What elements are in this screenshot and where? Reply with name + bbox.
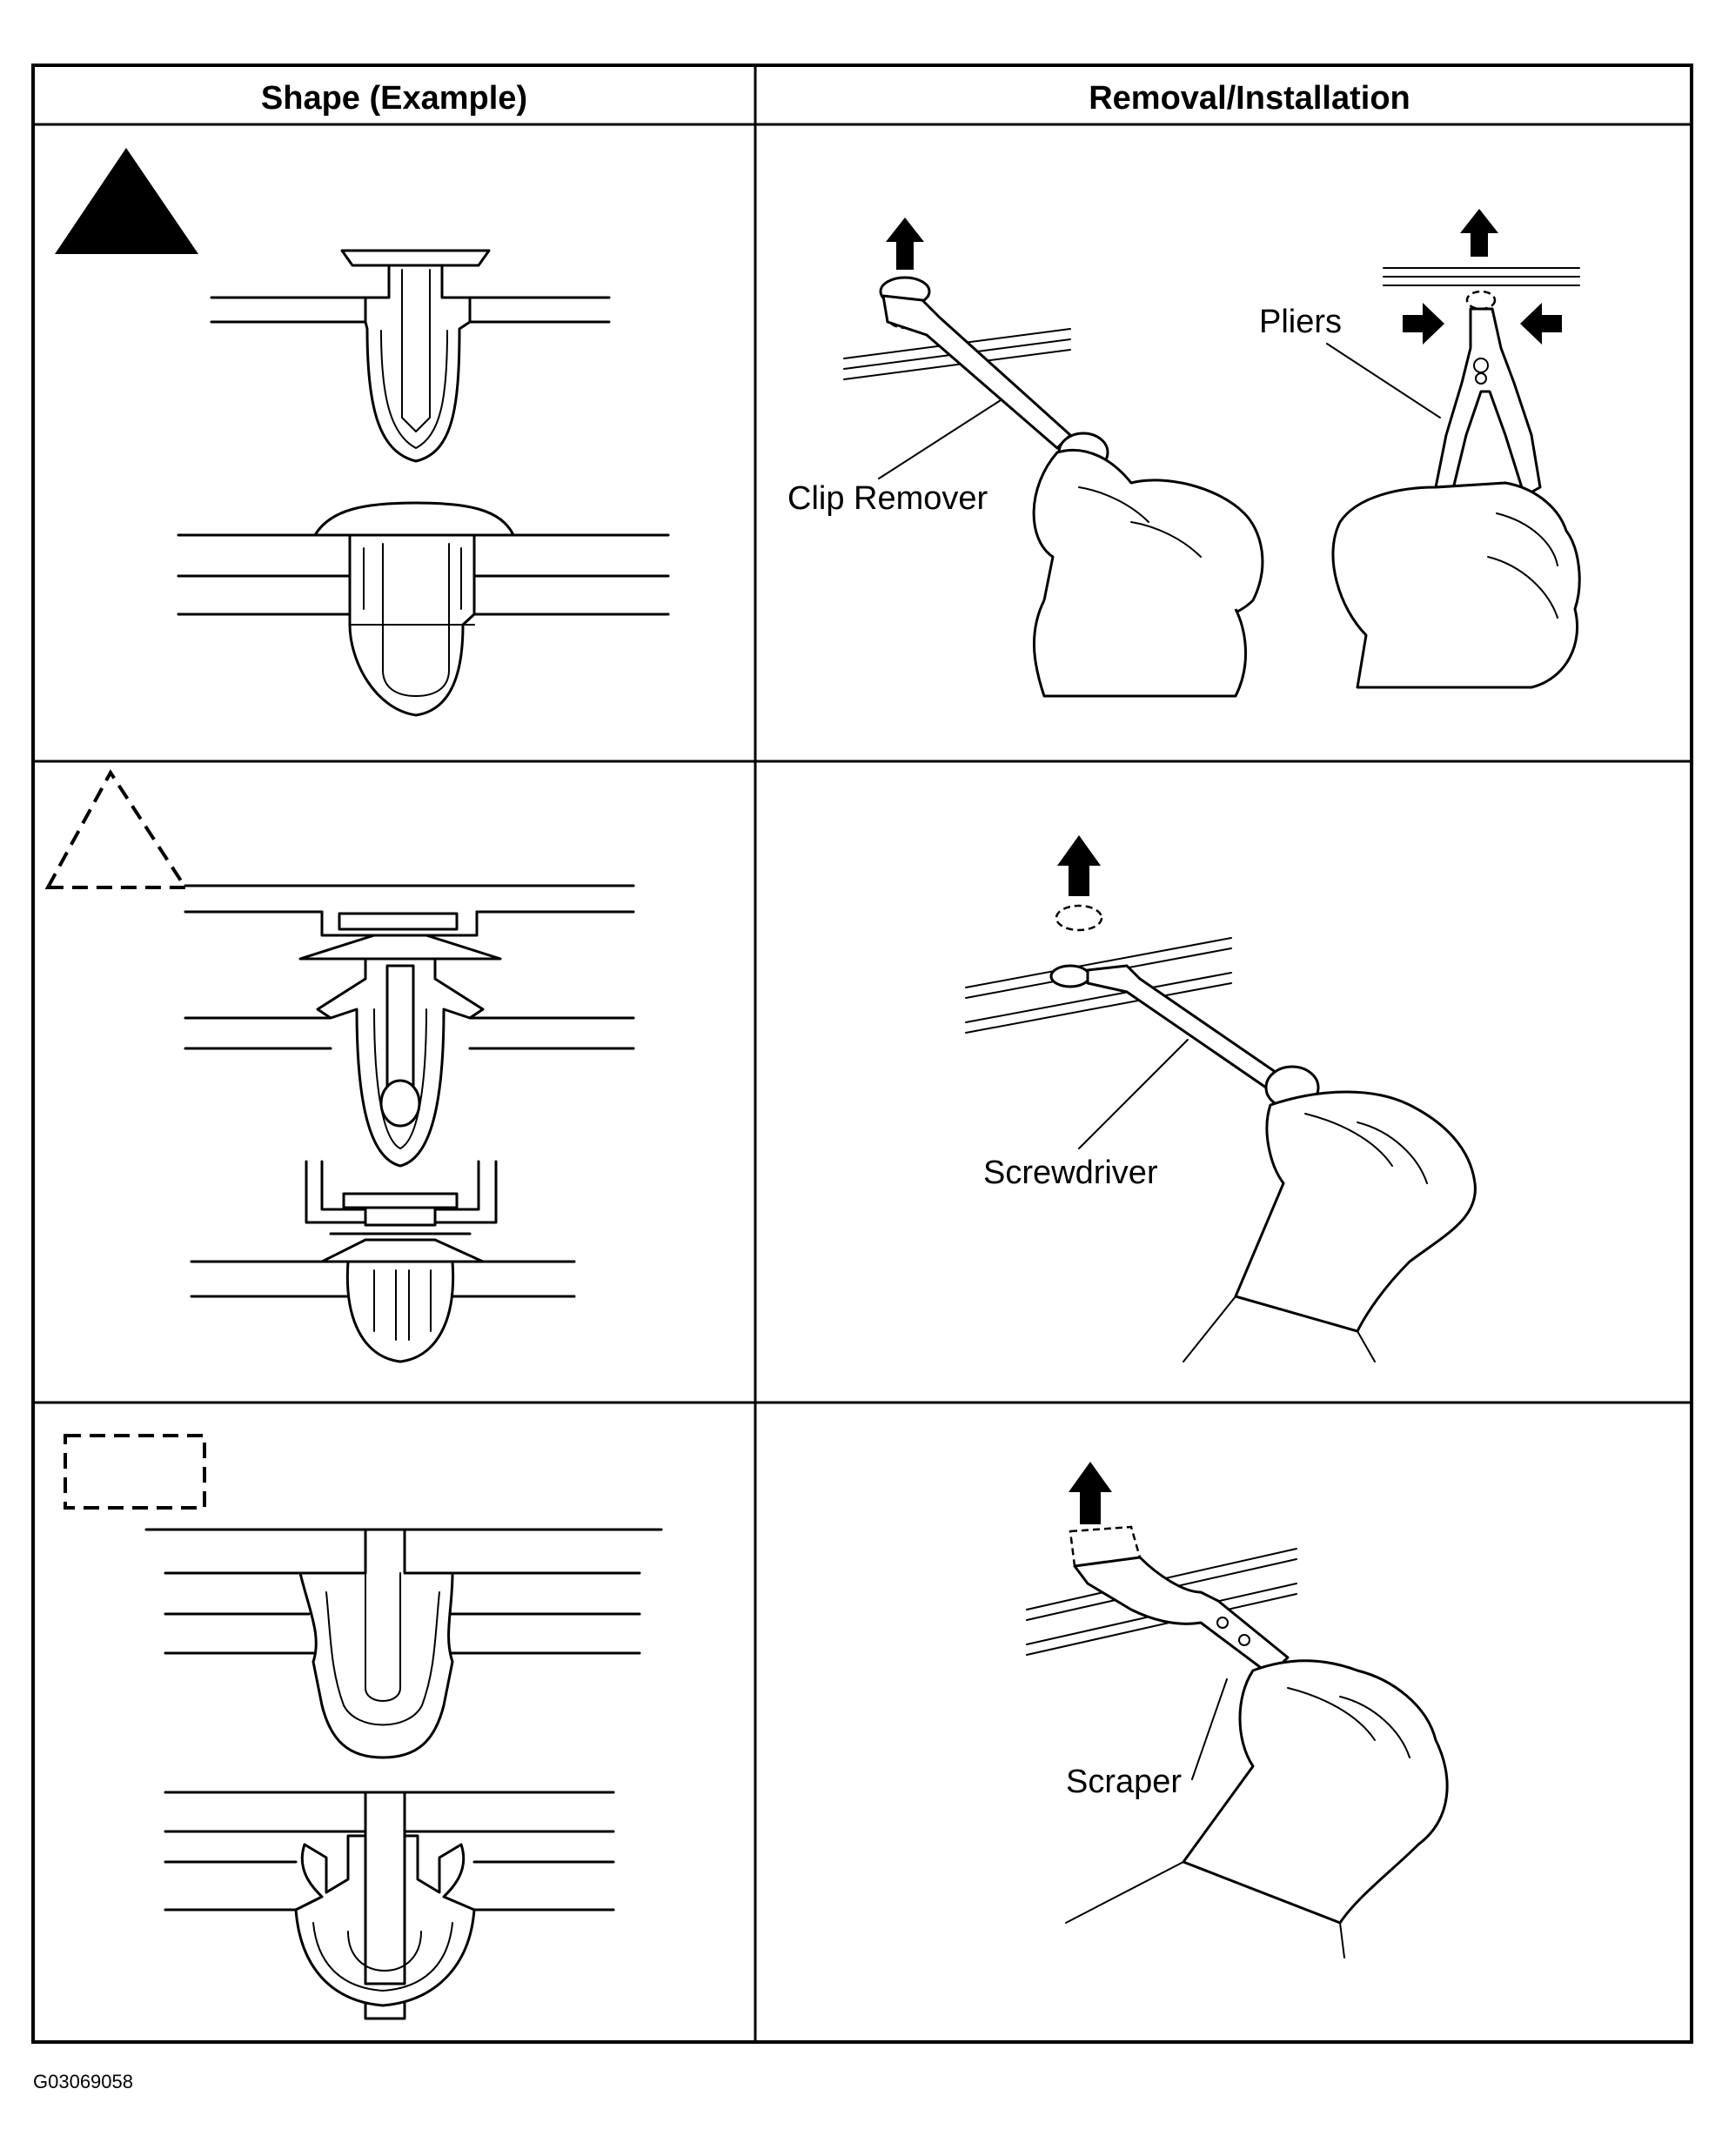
pliers-tool-icon (1434, 307, 1542, 498)
label-scraper: Scraper (1066, 1764, 1182, 1800)
hand-icon-3 (1234, 1090, 1477, 1333)
dashed-triangle-icon (44, 769, 189, 889)
row1-removal-cell: Clip Remover Pliers (787, 209, 1581, 698)
dashed-rectangle-icon (64, 1434, 206, 1510)
arrow-right-icon (1403, 303, 1444, 345)
arrow-left-icon (1520, 303, 1562, 345)
column-header-removal: Removal/Installation (1089, 80, 1410, 117)
label-screwdriver: Screwdriver (983, 1155, 1158, 1191)
hand-icon (1032, 448, 1264, 623)
clip-remover-tool-icon (881, 294, 1072, 450)
trim-clip-installed-illustration (177, 501, 670, 717)
screwdriver-tool-icon (1086, 964, 1281, 1089)
trim-clip-illustration (210, 249, 611, 463)
column-header-shape: Shape (Example) (261, 80, 527, 117)
spring-clip-installed-illustration (164, 1791, 615, 2020)
arrow-up-icon-4 (1069, 1462, 1112, 1524)
arrow-up-icon-2 (1460, 209, 1498, 257)
row2-removal-cell: Screwdriver (965, 835, 1477, 1363)
row3-removal-cell: Scraper (1026, 1462, 1449, 1958)
push-clip-illustration (184, 884, 635, 1168)
row3-shape-cell (64, 1434, 663, 2020)
solid-triangle-icon (55, 148, 198, 254)
row2-shape-cell (44, 769, 635, 1363)
table-grid (31, 64, 1693, 2044)
spring-clip-illustration (144, 1528, 663, 1759)
hand-icon-4 (1182, 1659, 1449, 1925)
push-clip-installed-illustration (190, 1160, 576, 1363)
arrow-up-icon (886, 218, 924, 270)
label-clip-remover: Clip Remover (787, 480, 988, 517)
figure-code: G03069058 (33, 2071, 133, 2092)
hand-icon-2 (1331, 481, 1581, 689)
label-pliers: Pliers (1259, 304, 1342, 340)
arrow-up-icon-3 (1057, 835, 1101, 896)
row1-shape-cell (55, 148, 670, 717)
